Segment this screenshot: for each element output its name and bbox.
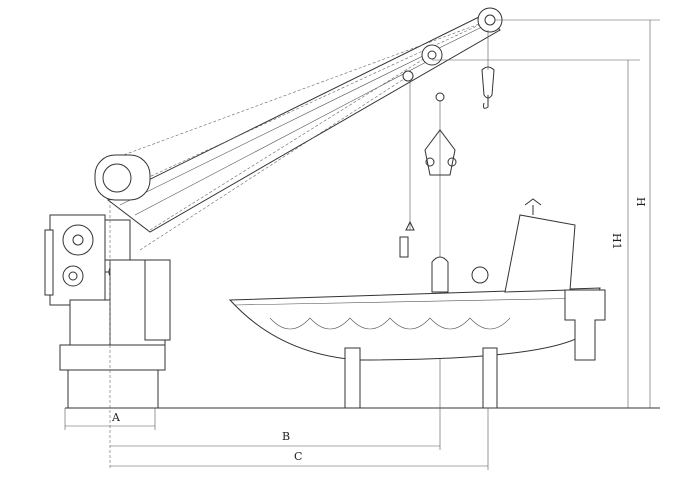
dim-label-h: H — [634, 197, 647, 207]
outboard-motor — [564, 289, 606, 361]
winch-drum — [94, 154, 151, 201]
dimension-lines — [64, 19, 660, 470]
crane-body — [44, 200, 171, 470]
support-right — [482, 347, 498, 409]
dim-label-b: B — [282, 430, 290, 443]
dim-label-c: C — [294, 450, 302, 463]
dim-label-h1: H1 — [610, 233, 623, 250]
mid-pulley — [421, 44, 443, 66]
support-left — [344, 347, 361, 409]
boat-seat-console — [504, 214, 576, 293]
rescue-boat — [228, 198, 606, 409]
crane-boom — [107, 13, 501, 251]
dim-label-a: A — [111, 411, 121, 424]
lifting-frame — [424, 129, 456, 176]
main-hook-block — [481, 66, 495, 99]
